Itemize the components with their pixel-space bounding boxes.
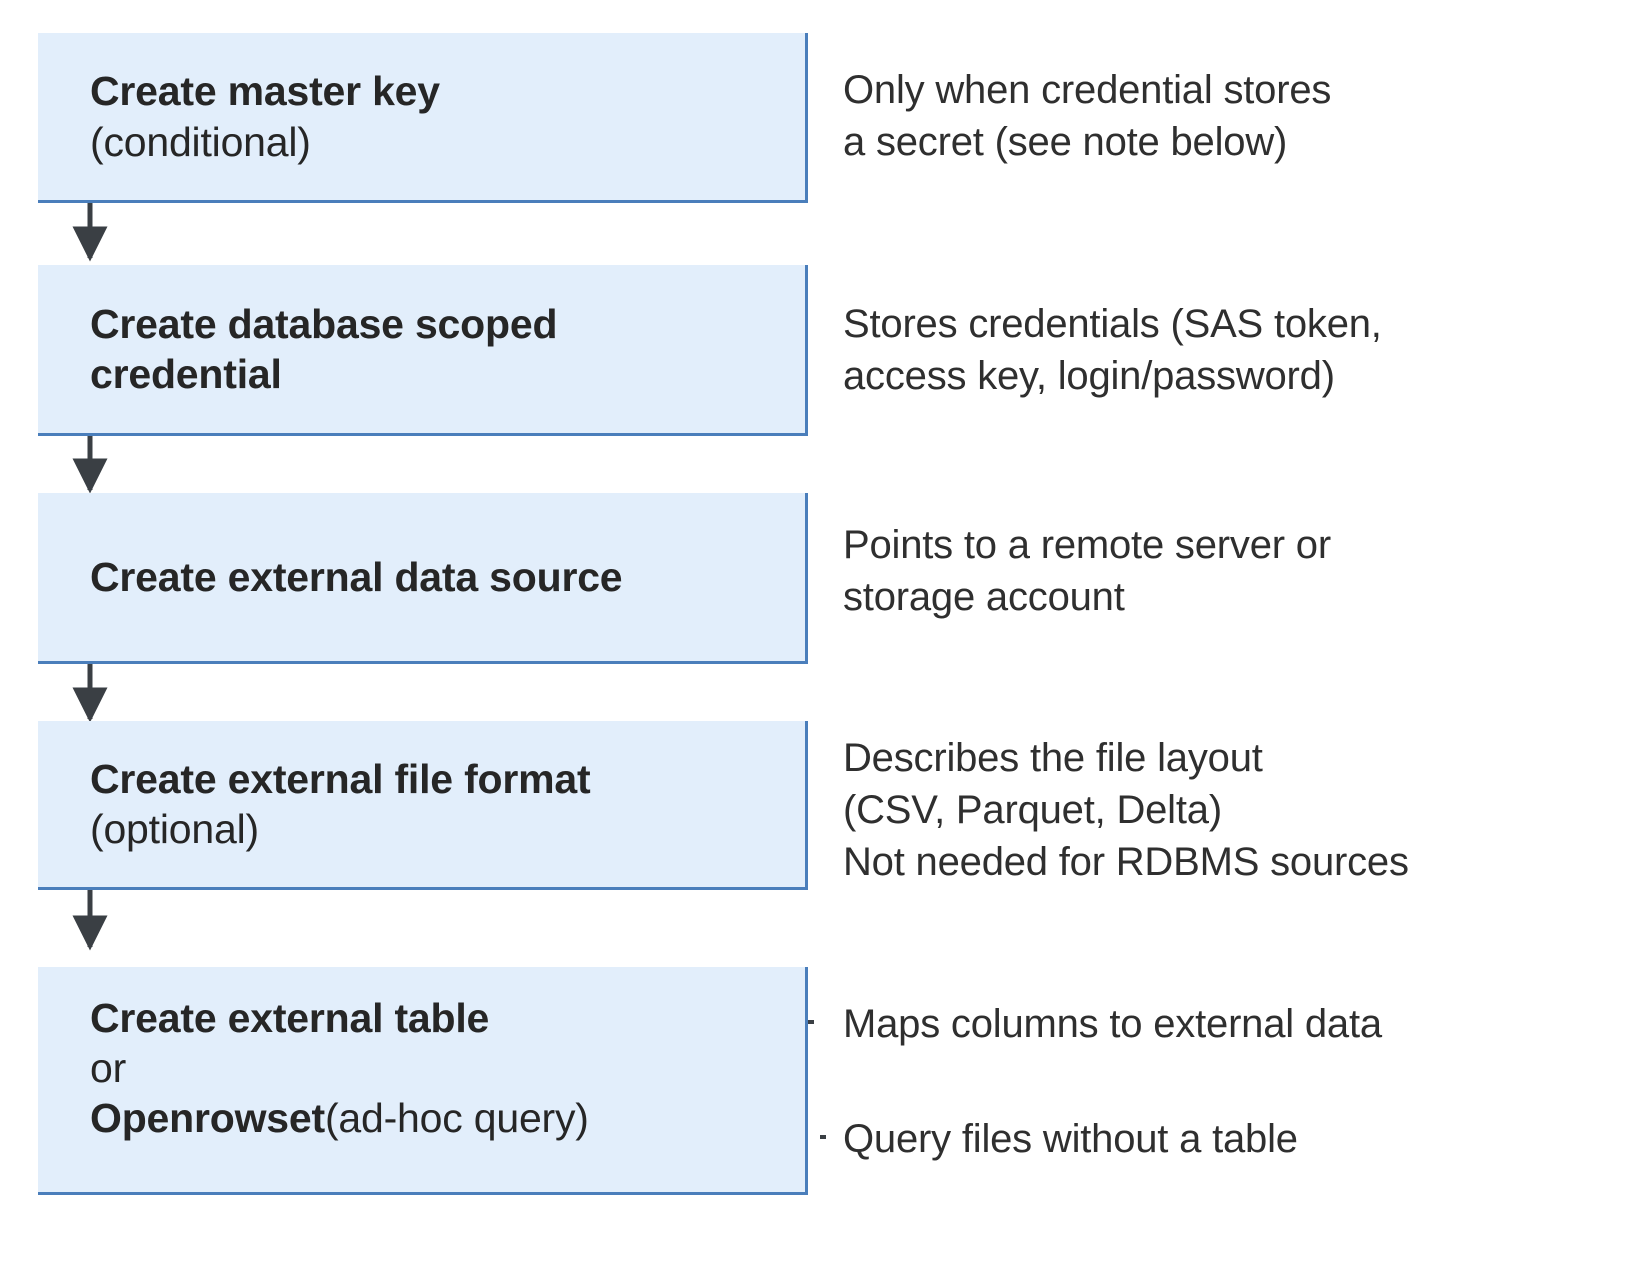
note-external-data-source: Points to a remote server or storage acc… bbox=[843, 523, 1331, 619]
node-title: Create external file format bbox=[90, 755, 591, 802]
node-title: Create external data source bbox=[90, 553, 623, 600]
note-openrowset: Query files without a table bbox=[843, 1117, 1298, 1161]
node-database-scoped-credential[interactable]: Create database scoped credential bbox=[38, 265, 808, 436]
final-line3-row: Openrowset (ad-hoc query) bbox=[90, 1093, 805, 1143]
node-subtitle: (conditional) bbox=[90, 118, 311, 165]
note-external-file-format: Describes the file layout (CSV, Parquet,… bbox=[843, 736, 1409, 884]
note-master-key: Only when credential stores a secret (se… bbox=[843, 68, 1332, 164]
node-title: Create database scoped credential bbox=[90, 300, 558, 397]
node-title: Create master key bbox=[90, 68, 440, 115]
final-line3-bold-label: Openrowset bbox=[90, 1095, 325, 1142]
node-external-table-or-openrowset[interactable]: Create external table or Openrowset (ad-… bbox=[38, 967, 808, 1195]
final-line1-label: Create external table bbox=[90, 995, 490, 1041]
note-database-scoped-credential: Stores credentials (SAS token, access ke… bbox=[843, 302, 1382, 398]
final-line2-label: or bbox=[90, 1045, 127, 1092]
final-line3-regular-label: (ad-hoc query) bbox=[324, 1095, 589, 1142]
note-external-table: Maps columns to external data bbox=[843, 1002, 1382, 1046]
node-external-file-format[interactable]: Create external file format (optional) bbox=[38, 721, 808, 890]
node-external-data-source[interactable]: Create external data source bbox=[38, 493, 808, 664]
node-master-key[interactable]: Create master key (conditional) bbox=[38, 33, 808, 203]
node-subtitle: (optional) bbox=[90, 806, 259, 852]
